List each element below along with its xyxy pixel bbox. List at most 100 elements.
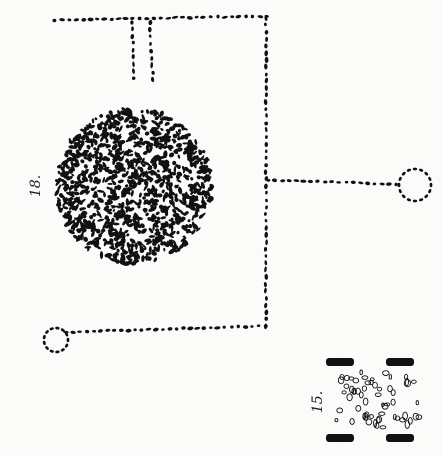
ring-dot	[55, 350, 60, 354]
stipple	[91, 221, 96, 228]
ring-dot	[406, 198, 412, 202]
stipple	[109, 169, 114, 174]
stipple	[177, 172, 182, 177]
stipple	[182, 235, 186, 238]
stipple	[145, 212, 149, 217]
stipple	[79, 198, 86, 204]
stipple	[174, 198, 179, 202]
dot	[300, 179, 307, 183]
stipple	[133, 200, 139, 206]
small-glyph	[412, 412, 419, 421]
stipple	[121, 190, 125, 197]
right-ring	[397, 167, 433, 203]
small-glyph	[334, 418, 339, 423]
stipple	[84, 149, 89, 153]
stipple	[120, 246, 124, 251]
stipple	[150, 158, 156, 164]
stipple	[140, 223, 145, 229]
stipple	[179, 243, 185, 249]
stipple	[101, 228, 106, 233]
dot	[344, 180, 349, 184]
stipple	[104, 215, 110, 220]
stipple	[122, 210, 126, 215]
small-glyph	[388, 374, 393, 380]
stipple	[129, 123, 135, 128]
stipple	[209, 196, 212, 204]
stipple	[160, 155, 165, 159]
stipple	[144, 192, 148, 197]
stipple	[136, 141, 140, 146]
stipple	[87, 155, 93, 161]
stipple	[115, 120, 121, 125]
stipple	[131, 182, 138, 189]
stipple	[127, 148, 134, 153]
stipple	[98, 233, 103, 238]
small-glyph	[381, 403, 389, 410]
stipple	[202, 175, 207, 180]
dot	[137, 16, 142, 21]
stipple	[108, 152, 116, 159]
small-glyph	[381, 402, 385, 407]
stipple	[148, 251, 151, 256]
stipple	[108, 223, 113, 230]
stipple	[111, 231, 120, 237]
stipple	[154, 116, 160, 121]
stipple	[176, 247, 181, 252]
stipple	[107, 117, 111, 122]
dot	[264, 72, 268, 77]
stipple	[80, 134, 87, 140]
stipple	[155, 121, 160, 129]
stipple	[99, 251, 104, 260]
stipple	[69, 219, 76, 225]
stipple	[168, 126, 176, 131]
stipple	[87, 152, 92, 158]
small-glyph	[361, 385, 367, 392]
dot	[264, 43, 268, 49]
stipple	[112, 209, 116, 212]
dot	[264, 77, 269, 84]
stipple	[137, 177, 145, 183]
stipple	[120, 110, 124, 115]
dot	[216, 14, 220, 19]
stipple	[111, 179, 117, 185]
stipple	[92, 131, 97, 139]
stipple	[97, 123, 101, 130]
dot	[358, 181, 364, 185]
dot	[221, 15, 228, 19]
stipple	[108, 242, 114, 246]
stipple	[152, 221, 159, 227]
stipple	[162, 175, 169, 180]
stipple	[200, 181, 205, 189]
stipple	[194, 195, 199, 201]
stipple	[76, 176, 81, 180]
stipple	[160, 241, 165, 246]
stipple	[156, 216, 161, 221]
small-glyph	[352, 377, 360, 384]
dot	[265, 113, 268, 118]
stipple	[186, 147, 191, 156]
stipple	[90, 153, 95, 159]
bottom-bar	[63, 324, 268, 335]
stipple	[79, 207, 87, 211]
stipple	[167, 240, 171, 246]
stipple	[60, 172, 66, 178]
dot	[286, 179, 292, 183]
stipple	[175, 216, 182, 219]
stipple	[117, 213, 122, 219]
stipple	[130, 163, 135, 168]
stipple	[189, 187, 194, 192]
stipple	[210, 184, 214, 190]
stipple	[203, 190, 209, 197]
stipple	[164, 220, 169, 228]
stipple	[207, 167, 212, 175]
stipple	[105, 157, 111, 162]
dot	[130, 20, 134, 25]
stipple	[68, 145, 76, 149]
stipple	[99, 114, 104, 118]
stipple	[156, 173, 161, 179]
stipple	[103, 134, 108, 140]
stipple	[102, 176, 106, 184]
stipple	[96, 189, 105, 193]
dot	[97, 329, 103, 333]
stipple	[133, 225, 139, 232]
